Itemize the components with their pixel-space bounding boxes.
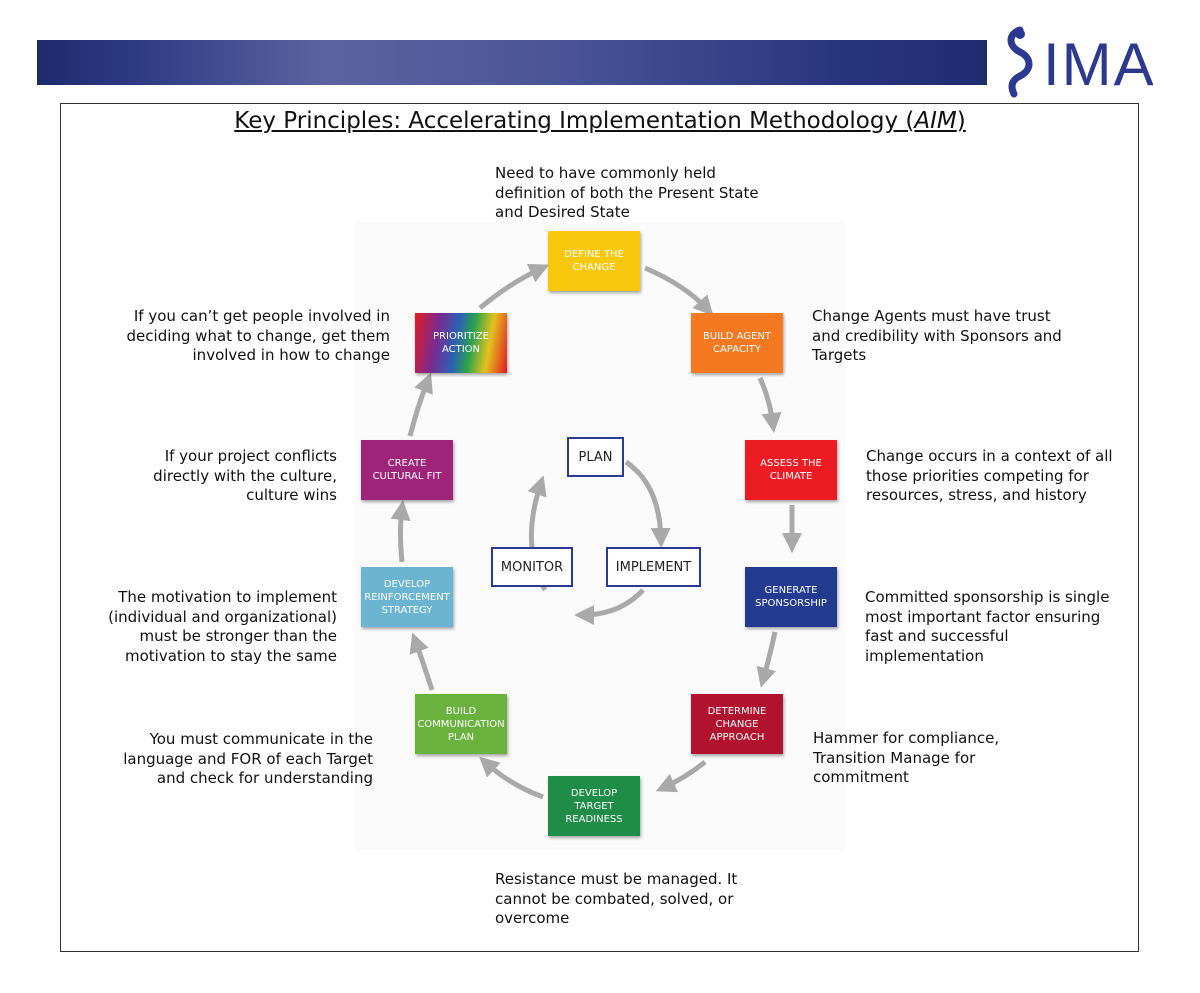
arrow-implement-to-monitor	[574, 588, 645, 625]
note-define-the-change: Need to have commonly held definition of…	[495, 164, 759, 221]
assess-the-climate-box: ASSESS THE CLIMATE	[745, 440, 837, 500]
arrow-generate-to-determine	[756, 631, 778, 688]
prioritize-action-box: PRIORITIZE ACTION	[415, 313, 507, 373]
note-generate-sponsorship: Committed sponsorship is single most imp…	[865, 588, 1110, 665]
content-frame	[60, 103, 1139, 952]
header-banner	[37, 40, 987, 85]
note-build-communication-plan: You must communicate in the language and…	[123, 730, 373, 787]
note-prioritize-action: If you can’t get people involved in deci…	[126, 307, 390, 364]
arrow-build-comm-to-reinf	[409, 632, 435, 691]
ima-logo-icon	[1007, 26, 1033, 98]
define-the-change-box: DEFINE THE CHANGE	[548, 231, 640, 291]
arrow-develop-to-build-comm	[479, 756, 544, 800]
plan-box: PLAN	[567, 437, 624, 477]
create-cultural-fit-box: CREATE CULTURAL FIT	[361, 440, 453, 500]
build-agent-capacity-box: BUILD AGENT CAPACITY	[691, 313, 783, 373]
determine-change-approach-box: DETERMINE CHANGE APPROACH	[691, 694, 783, 754]
arrow-determine-to-develop	[655, 760, 707, 793]
develop-reinforcement-strategy-box: DEVELOP REINFORCEMENT STRATEGY	[361, 567, 453, 627]
logo-text: IMA	[1043, 31, 1156, 98]
note-determine-change-approach: Hammer for compliance, Transition Manage…	[813, 729, 1000, 786]
arrow-cultural-to-prioritize	[407, 372, 433, 437]
implement-box: IMPLEMENT	[606, 547, 701, 587]
note-develop-target-readiness: Resistance must be managed. It cannot be…	[495, 870, 738, 927]
generate-sponsorship-box: GENERATE SPONSORSHIP	[745, 567, 837, 627]
note-develop-reinforcement-strategy: The motivation to implement (individual …	[108, 588, 337, 665]
arrow-prioritize-to-define	[478, 264, 550, 310]
note-assess-the-climate: Change occurs in a context of all those …	[866, 447, 1113, 504]
note-create-cultural-fit: If your project conflicts directly with …	[153, 447, 337, 504]
note-build-agent-capacity: Change Agents must have trust and credib…	[812, 307, 1062, 364]
arrow-define-to-build	[644, 265, 714, 316]
develop-target-readiness-box: DEVELOP TARGET READINESS	[548, 776, 640, 836]
arrow-build-to-assess	[757, 376, 782, 433]
arrow-plan-to-implement	[624, 459, 671, 548]
build-communication-plan-box: BUILD COMMUNICATION PLAN	[415, 694, 507, 754]
monitor-box: MONITOR	[491, 547, 573, 587]
page-title: Key Principles: Accelerating Implementat…	[234, 108, 966, 134]
arrow-reinf-to-cultural	[390, 500, 411, 563]
